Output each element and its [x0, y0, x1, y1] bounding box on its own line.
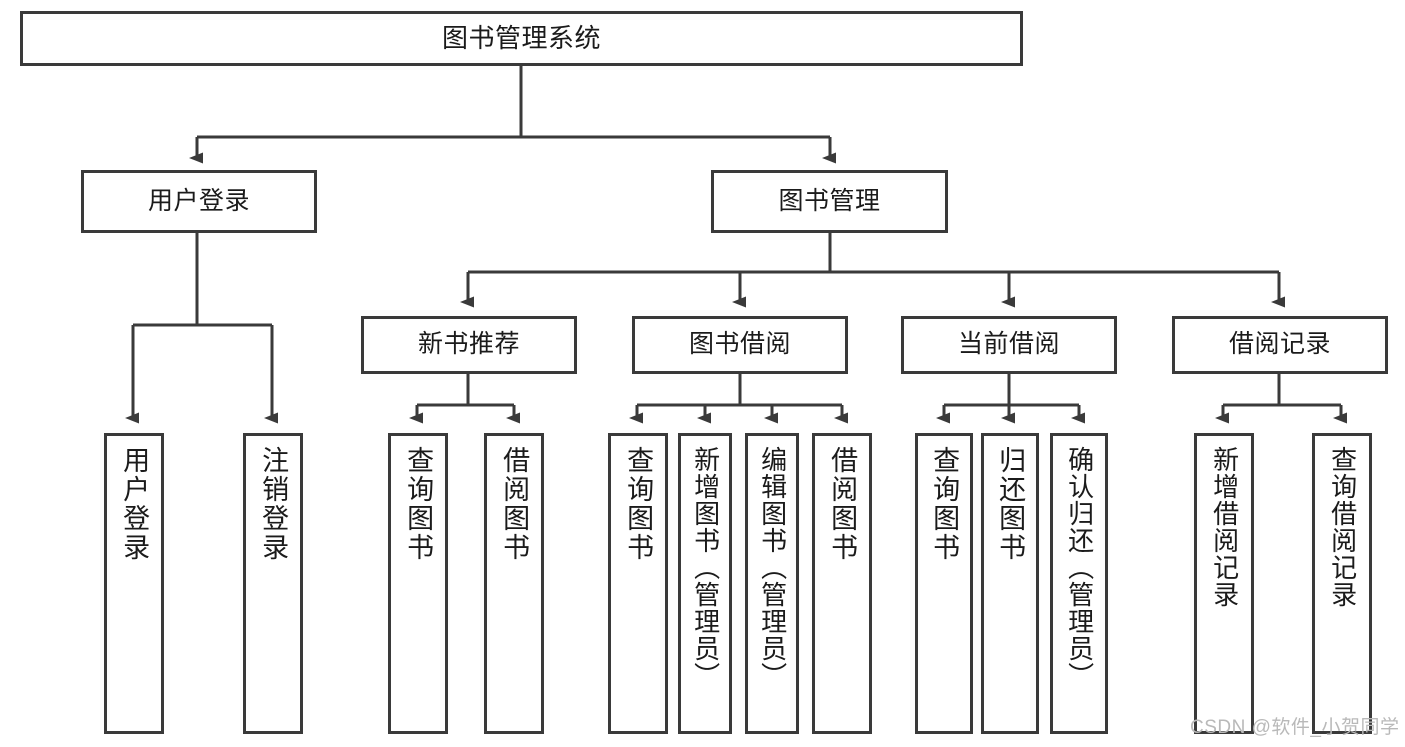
node-leaf-book-borrow-add[interactable]: 新增图书（管理员） [678, 433, 732, 734]
node-new-book-recommend[interactable]: 新书推荐 [361, 316, 577, 374]
node-label: 当前借阅 [957, 330, 1060, 359]
node-user-login[interactable]: 用户登录 [81, 170, 317, 233]
node-label: 借阅记录 [1228, 330, 1331, 359]
node-label: 新书推荐 [417, 330, 520, 359]
node-label: 图书管理系统 [441, 23, 601, 54]
node-leaf-book-borrow-edit[interactable]: 编辑图书（管理员） [745, 433, 799, 734]
node-leaf-new-book-borrow[interactable]: 借阅图书 [484, 433, 544, 734]
node-label: 用户登录 [119, 446, 150, 562]
node-label: 新增图书（管理员） [690, 446, 721, 689]
node-leaf-current-borrow-return[interactable]: 归还图书 [981, 433, 1039, 734]
node-leaf-current-borrow-confirm-return[interactable]: 确认归还（管理员） [1050, 433, 1108, 734]
node-label: 用户登录 [147, 186, 250, 215]
node-label: 图书管理 [778, 186, 881, 215]
node-borrow-record[interactable]: 借阅记录 [1172, 316, 1388, 374]
node-label: 确认归还（管理员） [1064, 446, 1095, 689]
node-label: 查询借阅记录 [1327, 446, 1358, 608]
node-label: 借阅图书 [827, 446, 858, 562]
node-leaf-book-borrow-query[interactable]: 查询图书 [608, 433, 668, 734]
node-label: 查询图书 [403, 446, 434, 562]
node-leaf-borrow-record-add[interactable]: 新增借阅记录 [1194, 433, 1254, 734]
node-label: 借阅图书 [499, 446, 530, 562]
node-label: 注销登录 [258, 446, 289, 562]
node-label: 归还图书 [995, 446, 1026, 562]
node-label: 新增借阅记录 [1209, 446, 1240, 608]
node-label: 查询图书 [929, 446, 960, 562]
node-current-borrow[interactable]: 当前借阅 [901, 316, 1117, 374]
node-leaf-user-login-logout[interactable]: 注销登录 [243, 433, 303, 734]
node-label: 查询图书 [623, 446, 654, 562]
csdn-watermark: CSDN @软件_小贺同学 [1190, 717, 1400, 738]
node-label: 编辑图书（管理员） [757, 446, 788, 689]
node-leaf-book-borrow-borrow[interactable]: 借阅图书 [812, 433, 872, 734]
node-leaf-current-borrow-query[interactable]: 查询图书 [915, 433, 973, 734]
node-leaf-user-login-login[interactable]: 用户登录 [104, 433, 164, 734]
node-leaf-new-book-query[interactable]: 查询图书 [388, 433, 448, 734]
node-root-book-management-system[interactable]: 图书管理系统 [20, 11, 1023, 66]
node-book-borrow[interactable]: 图书借阅 [632, 316, 848, 374]
node-book-management[interactable]: 图书管理 [711, 170, 948, 233]
node-leaf-borrow-record-query[interactable]: 查询借阅记录 [1312, 433, 1372, 734]
node-label: 图书借阅 [688, 330, 791, 359]
